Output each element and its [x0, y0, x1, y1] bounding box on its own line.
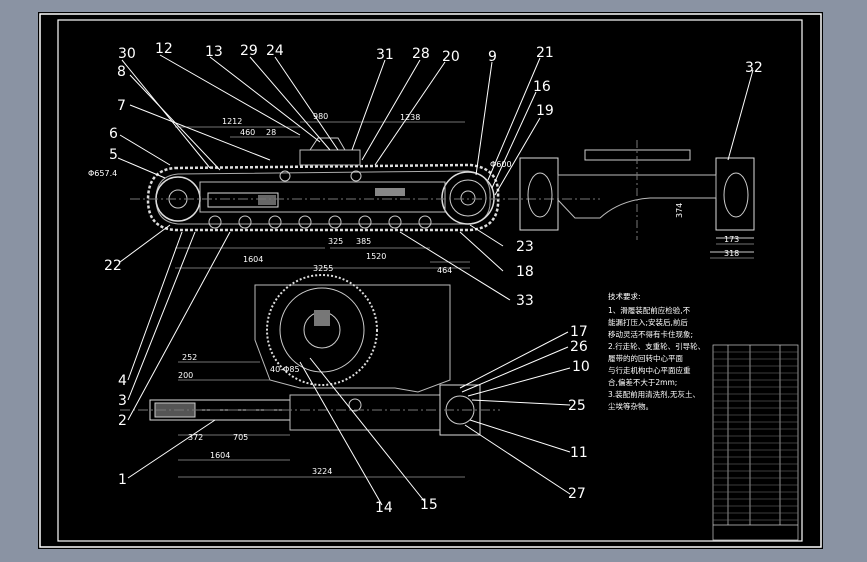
part-number: 25 [568, 398, 586, 414]
part-number: 28 [412, 46, 430, 62]
dimension-lines [175, 121, 754, 478]
part-number: 2 [118, 413, 127, 429]
dimension-text: 3255 [313, 264, 333, 273]
tech-note-line: 移动灵活不得有卡住现象; [608, 329, 693, 339]
part-number: 27 [568, 486, 586, 502]
tech-notes-title: 技术要求: [608, 291, 641, 301]
part-number: 16 [533, 79, 551, 95]
dimension-text: 252 [182, 353, 197, 362]
dimension-text: 173 [724, 235, 739, 244]
inner-frame [57, 19, 803, 542]
part-number: 1 [118, 472, 127, 488]
dimension-text: 1604 [243, 255, 263, 264]
part-number: 3 [118, 393, 127, 409]
part-number: 8 [117, 64, 126, 80]
part-number: 15 [420, 497, 438, 513]
dimension-text: 372 [188, 433, 203, 442]
tech-note-line: 能漏打压入;安装后,前后 [608, 317, 688, 327]
dimension-text: 980 [313, 112, 328, 121]
dimension-text: 385 [356, 237, 371, 246]
part-number: 33 [516, 293, 534, 309]
dimension-text: 1604 [210, 451, 230, 460]
track-plan-view [120, 274, 500, 436]
track-assembly-elevation [130, 137, 600, 232]
dimension-text: 325 [328, 237, 343, 246]
part-number: 9 [488, 49, 497, 65]
part-number: 10 [572, 359, 590, 375]
dimension-text: 705 [233, 433, 248, 442]
part-number: 13 [205, 44, 223, 60]
parts-list-table [712, 344, 799, 541]
part-number: 6 [109, 126, 118, 142]
tech-note-line: 与行走机构中心平面应重 [608, 365, 691, 375]
part-number: 24 [266, 43, 284, 59]
part-number: 7 [117, 98, 126, 114]
part-number: 11 [570, 445, 588, 461]
dimension-text: 200 [178, 371, 193, 380]
part-number: 21 [536, 45, 554, 61]
tech-note-line: 尘埃等杂物。 [608, 401, 653, 411]
dimension-text: 460 [240, 128, 255, 137]
part-number: 19 [536, 103, 554, 119]
part-number: 29 [240, 43, 258, 59]
part-number: 32 [745, 60, 763, 76]
part-number: 12 [155, 41, 173, 57]
dimension-text: 3224 [312, 467, 332, 476]
tech-note-line: 2.行走轮、支重轮、引导轮、 [608, 341, 705, 351]
part-number: 31 [376, 47, 394, 63]
part-number: 4 [118, 373, 127, 389]
drawing-sheet [38, 12, 823, 549]
dimension-text: 1520 [366, 252, 386, 261]
part-number: 23 [516, 239, 534, 255]
dimension-text: 318 [724, 249, 739, 258]
dimension-text: 28 [266, 128, 276, 137]
dimension-text: Φ600 [490, 160, 512, 169]
dimension-text: Φ657.4 [88, 169, 117, 178]
part-number: 20 [442, 49, 460, 65]
outer-frame [39, 13, 822, 548]
part-number: 22 [104, 258, 122, 274]
part-number: 17 [570, 324, 588, 340]
dimension-text: 464 [437, 266, 452, 275]
parts-list-rows [713, 351, 798, 521]
part-number: 26 [570, 339, 588, 355]
part-number: 14 [375, 500, 393, 516]
tech-note-line: 3.装配前用清洗剂,无灰土、 [608, 389, 700, 399]
dimension-text: 1238 [400, 113, 420, 122]
dimension-text: 40-Φ85 [270, 365, 300, 374]
part-number: 5 [109, 147, 118, 163]
dimension-text: 374 [675, 203, 684, 218]
leader-lines [117, 54, 754, 506]
part-number: 30 [118, 46, 136, 62]
track-end-view [519, 140, 755, 253]
tech-note-line: 1、滑履装配前应检验,不 [608, 305, 691, 315]
tech-note-line: 履带的的回转中心平面 [608, 353, 683, 363]
tech-note-line: 合,偏差不大于2mm; [608, 377, 677, 387]
part-number: 18 [516, 264, 534, 280]
dimension-text: 1212 [222, 117, 242, 126]
